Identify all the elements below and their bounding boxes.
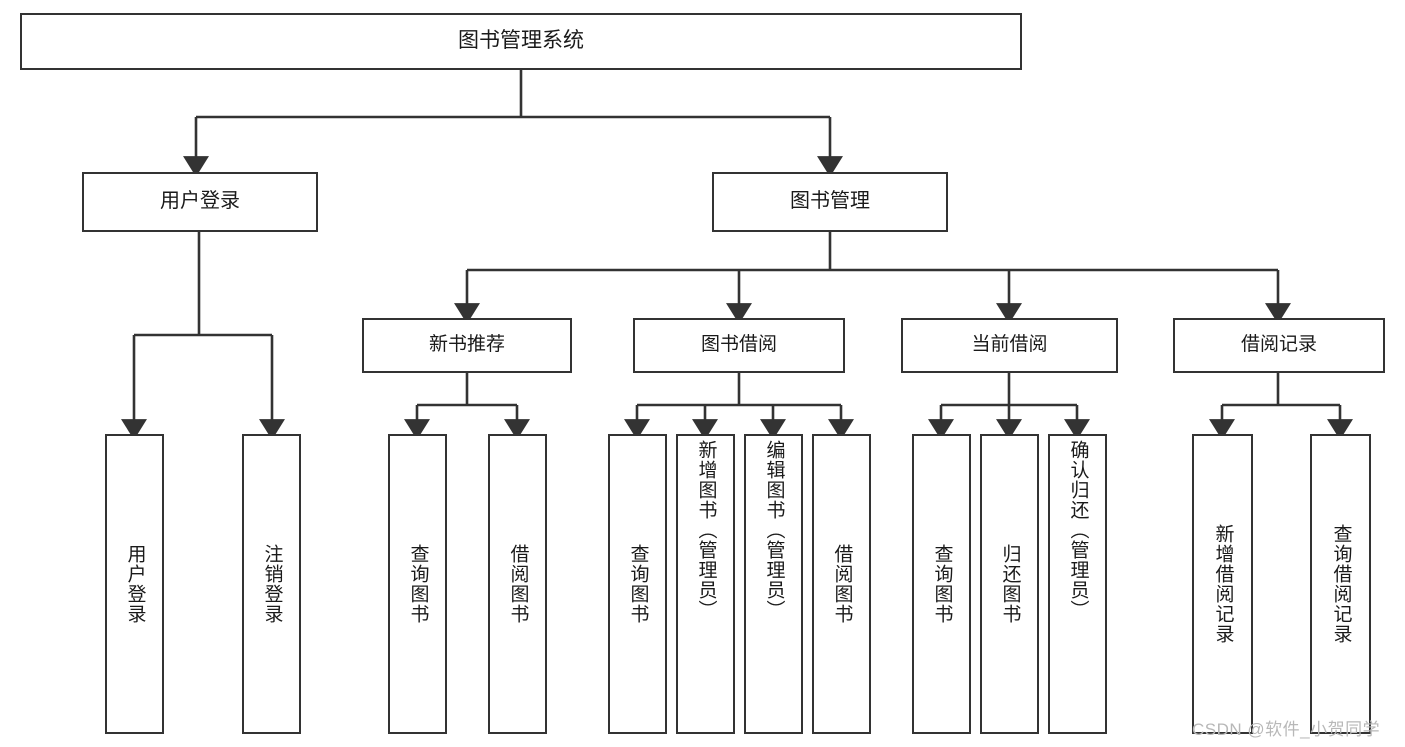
leaf-query-borrow-record[interactable]: 查询借阅记录: [1310, 434, 1371, 734]
node-label: 新增借阅记录: [1212, 524, 1234, 644]
node-root-system[interactable]: 图书管理系统: [20, 13, 1022, 70]
leaf-return-book[interactable]: 归还图书: [980, 434, 1039, 734]
leaf-query-book-borrow[interactable]: 查询图书: [608, 434, 667, 734]
node-label: 图书借阅: [700, 334, 777, 356]
node-new-book-recommend[interactable]: 新书推荐: [362, 318, 572, 373]
node-label: 查询图书: [407, 544, 429, 624]
node-label: 编辑图书（管理员）: [763, 440, 785, 620]
node-label: 用户登录: [160, 190, 240, 213]
node-label: 新书推荐: [428, 334, 505, 356]
node-label: 借阅图书: [507, 544, 529, 624]
node-label: 借阅记录: [1240, 334, 1317, 356]
node-label: 用户登录: [124, 544, 146, 624]
node-label: 确认归还（管理员）: [1067, 440, 1089, 620]
leaf-add-book-admin[interactable]: 新增图书（管理员）: [676, 434, 735, 734]
leaf-query-book-recommend[interactable]: 查询图书: [388, 434, 447, 734]
node-user-login[interactable]: 用户登录: [82, 172, 318, 232]
node-label: 查询借阅记录: [1330, 524, 1352, 644]
leaf-borrow-book[interactable]: 借阅图书: [812, 434, 871, 734]
node-label: 图书管理系统: [458, 29, 584, 53]
leaf-edit-book-admin[interactable]: 编辑图书（管理员）: [744, 434, 803, 734]
csdn-watermark: CSDN @软件_小贺同学: [1192, 720, 1381, 739]
node-book-management[interactable]: 图书管理: [712, 172, 948, 232]
node-current-borrow[interactable]: 当前借阅: [901, 318, 1118, 373]
node-label: 查询图书: [931, 544, 953, 624]
node-label: 注销登录: [261, 544, 283, 624]
node-borrow-record[interactable]: 借阅记录: [1173, 318, 1385, 373]
node-label: 当前借阅: [971, 334, 1048, 356]
leaf-confirm-return-admin[interactable]: 确认归还（管理员）: [1048, 434, 1107, 734]
node-label: 查询图书: [627, 544, 649, 624]
leaf-user-login[interactable]: 用户登录: [105, 434, 164, 734]
node-label: 新增图书（管理员）: [695, 440, 717, 620]
node-label: 借阅图书: [831, 544, 853, 624]
leaf-borrow-book-recommend[interactable]: 借阅图书: [488, 434, 547, 734]
node-book-borrow[interactable]: 图书借阅: [633, 318, 845, 373]
leaf-logout-login[interactable]: 注销登录: [242, 434, 301, 734]
leaf-query-book-current[interactable]: 查询图书: [912, 434, 971, 734]
node-label: 归还图书: [999, 544, 1021, 624]
node-label: 图书管理: [790, 190, 870, 213]
leaf-add-borrow-record[interactable]: 新增借阅记录: [1192, 434, 1253, 734]
